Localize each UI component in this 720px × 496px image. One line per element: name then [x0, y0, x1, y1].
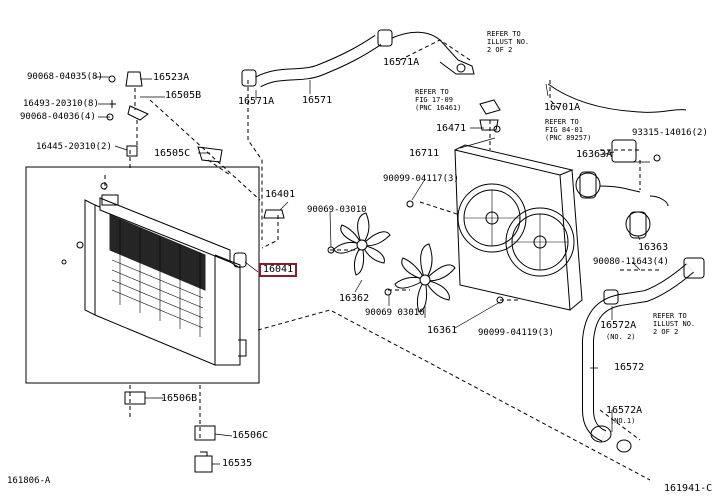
- label-16572: 16572: [614, 362, 645, 373]
- label-16445-20310: 16445-20310(2): [36, 142, 112, 152]
- lower-hose: [582, 257, 705, 453]
- label-16041-highlighted[interactable]: 16041: [259, 263, 298, 277]
- note-refer-fig-17: REFER TO FIG 17-09 (PNC 16461): [415, 88, 462, 112]
- label-16363: 16363: [638, 242, 669, 253]
- note-16572a-no2: (NO. 2): [606, 333, 636, 341]
- fan-motors: [547, 83, 687, 239]
- label-16493-20310: 16493-20310(8): [23, 99, 99, 109]
- note-refer-fig-84: REFER TO FIG 84-01 (PNC 89257): [545, 118, 592, 142]
- label-16535: 16535: [222, 458, 253, 469]
- radiator-cap: [263, 209, 285, 219]
- radiator: [61, 182, 247, 366]
- leader-lines: [95, 76, 650, 465]
- label-93315-14016: 93315-14016(2): [632, 128, 708, 138]
- diagram-code-right: 161941-C: [664, 483, 713, 494]
- label-90069-03010-a: 90069-03010: [307, 205, 367, 215]
- label-90068-04035: 90068-04035(8): [27, 72, 103, 82]
- label-90099-04117: 90099-04117(3): [383, 174, 459, 184]
- label-16506b: 16506B: [161, 393, 198, 404]
- label-90069-03010-b: 90069 03010: [365, 308, 425, 318]
- label-16363a: 16363A: [576, 149, 613, 160]
- label-90099-04119: 90099-04119(3): [478, 328, 554, 338]
- note-16572a-no1: (NO.1): [610, 417, 636, 425]
- label-16571a-right: 16571A: [383, 57, 420, 68]
- label-16506c: 16506C: [232, 430, 269, 441]
- label-16701a: 16701A: [544, 102, 581, 113]
- label-90068-04036: 90068-04036(4): [20, 112, 96, 122]
- note-refer-bottom-right: REFER TO ILLUST NO. 2 OF 2: [653, 312, 696, 336]
- label-16571a-left: 16571A: [238, 96, 275, 107]
- label-16571: 16571: [302, 95, 333, 106]
- label-16401: 16401: [265, 189, 296, 200]
- fan-16362: [333, 212, 391, 276]
- lower-mounts: [124, 391, 216, 473]
- fan-shroud: [454, 99, 583, 311]
- label-16505b: 16505B: [165, 90, 202, 101]
- upper-hose: [241, 29, 475, 88]
- label-16362: 16362: [339, 293, 370, 304]
- label-16572a-lower: 16572A: [606, 405, 643, 416]
- diagram-code-left: 161806-A: [7, 476, 51, 486]
- label-16711: 16711: [409, 148, 440, 159]
- label-90080-11643: 90080-11643(4): [593, 257, 669, 267]
- label-16505c: 16505C: [154, 148, 191, 159]
- radiator-hardware: [106, 71, 223, 163]
- label-16572a-upper: 16572A: [600, 320, 637, 331]
- label-16523a: 16523A: [153, 72, 190, 83]
- label-16361: 16361: [427, 325, 458, 336]
- fan-16361: [394, 243, 456, 313]
- note-refer-top-right: REFER TO ILLUST NO. 2 OF 2: [487, 30, 530, 54]
- label-16471: 16471: [436, 123, 467, 134]
